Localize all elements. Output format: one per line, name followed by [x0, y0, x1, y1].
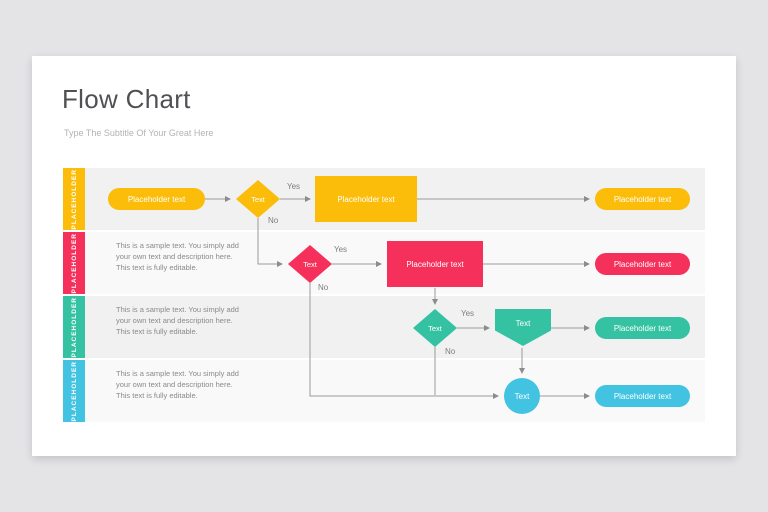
- sample-text-row-3: This is a sample text. You simply add yo…: [116, 305, 239, 336]
- lane-label-1: PLACEHOLDER: [70, 168, 78, 230]
- end-node-1[interactable]: Placeholder text: [595, 188, 690, 210]
- end-node-2[interactable]: Placeholder text: [595, 253, 690, 275]
- slide: Flow Chart Type The Subtitle Of Your Gre…: [32, 56, 736, 456]
- lane-tab-3: PLACEHOLDER: [63, 296, 85, 358]
- process-node-1[interactable]: Placeholder text: [315, 176, 417, 222]
- page-subtitle: Type The Subtitle Of Your Great Here: [64, 128, 214, 138]
- lane-tab-2: PLACEHOLDER: [63, 232, 85, 294]
- end-node-4[interactable]: Placeholder text: [595, 385, 690, 407]
- yes-label-2: Yes: [334, 245, 348, 254]
- lane-label-2: PLACEHOLDER: [70, 232, 78, 294]
- page-title: Flow Chart: [62, 84, 191, 114]
- sample-text-row-4: This is a sample text. You simply add yo…: [116, 369, 239, 400]
- sample-text-row-2: This is a sample text. You simply add yo…: [116, 241, 239, 272]
- end-node-3[interactable]: Placeholder text: [595, 317, 690, 339]
- process-node-2[interactable]: Placeholder text: [387, 241, 483, 287]
- no-label-1: No: [268, 216, 279, 225]
- lane-tab-1: PLACEHOLDER: [63, 168, 85, 230]
- lane-label-3: PLACEHOLDER: [70, 296, 78, 358]
- yes-label-3: Yes: [461, 309, 475, 318]
- no-label-2: No: [318, 283, 329, 292]
- yes-label-1: Yes: [287, 182, 301, 191]
- process-node-4[interactable]: Text: [504, 378, 540, 414]
- lane-tab-4: PLACEHOLDER: [63, 360, 85, 422]
- start-node[interactable]: Placeholder text: [108, 188, 205, 210]
- no-label-3: No: [445, 347, 456, 356]
- lane-label-4: PLACEHOLDER: [70, 360, 78, 422]
